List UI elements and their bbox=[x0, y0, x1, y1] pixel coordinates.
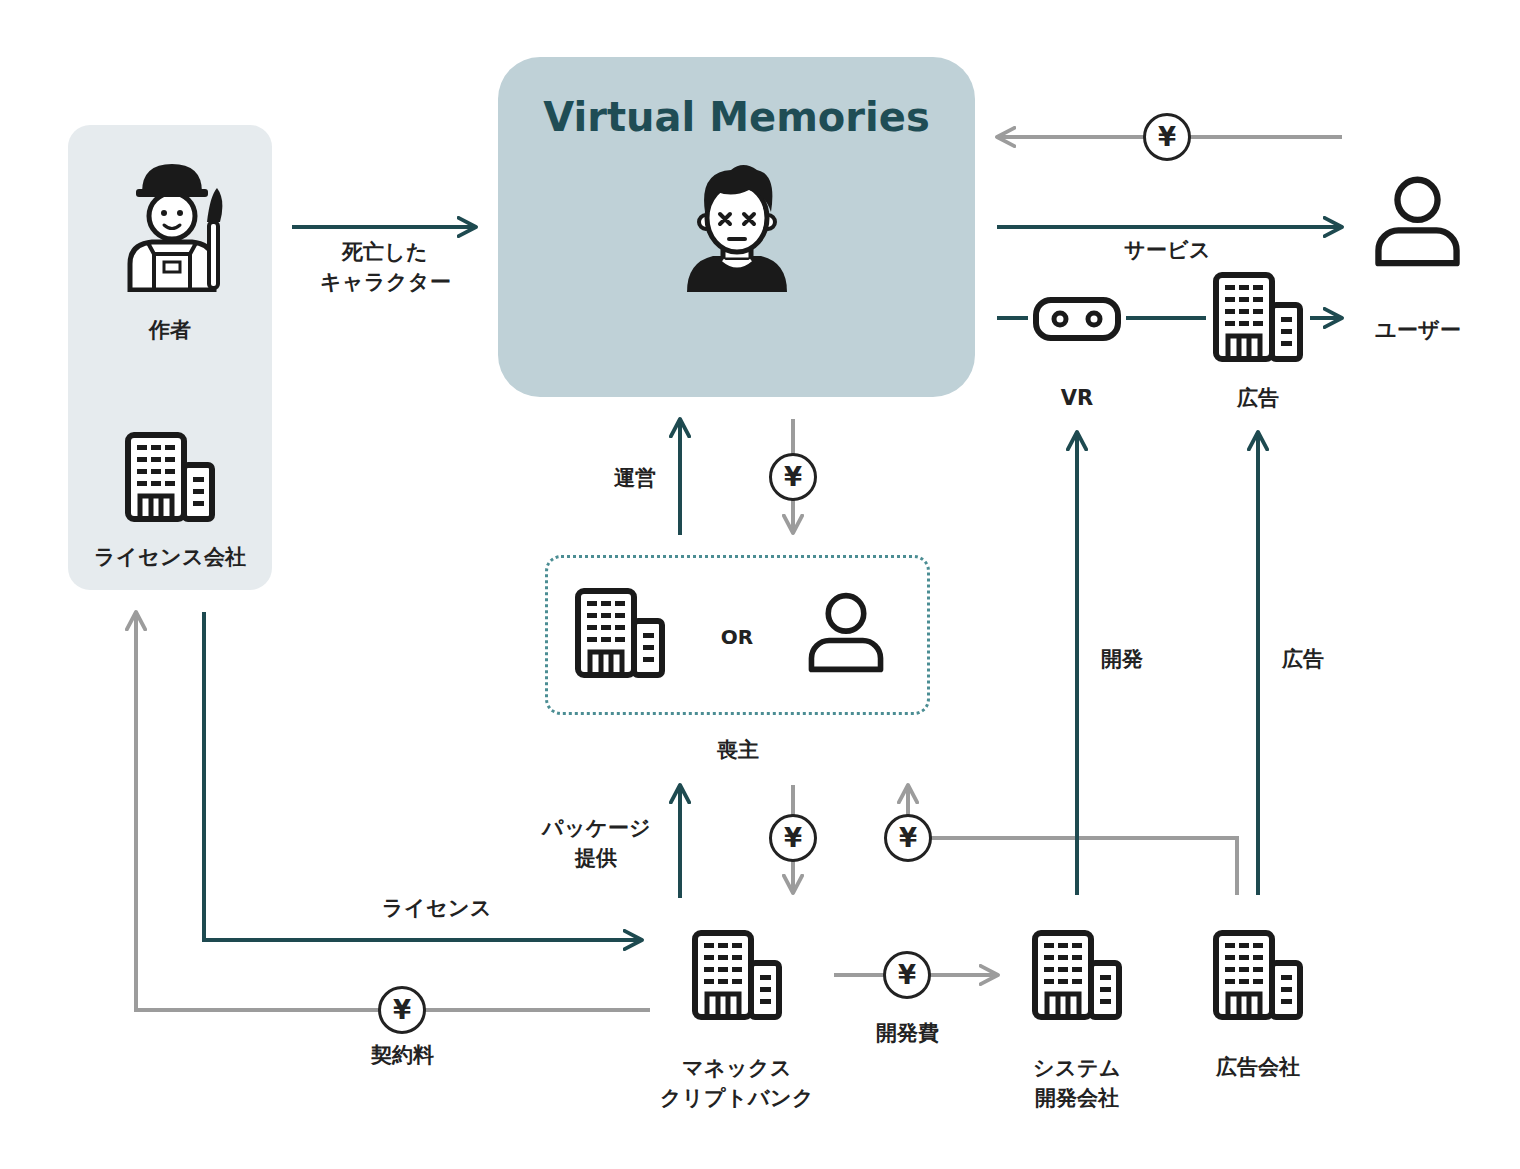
node-label: システム 開発会社 bbox=[1033, 1053, 1121, 1113]
flow-arrow bbox=[1256, 432, 1260, 895]
chief-mourner-box: OR喪主 bbox=[545, 555, 930, 715]
building-icon bbox=[1216, 933, 1300, 1017]
node-label: 広告 bbox=[1237, 384, 1279, 412]
building-icon bbox=[695, 933, 779, 1017]
yen-badge: ¥ bbox=[1143, 113, 1191, 161]
edge-label: サービス bbox=[1124, 236, 1211, 264]
edge-label: 運営 bbox=[614, 464, 656, 492]
yen-badge: ¥ bbox=[884, 814, 932, 862]
yen-badge: ¥ bbox=[378, 986, 426, 1034]
node-label: 喪主 bbox=[717, 736, 759, 764]
company-node: システム 開発会社 bbox=[1012, 925, 1142, 1115]
yen-badge: ¥ bbox=[769, 814, 817, 862]
dead-character-icon bbox=[683, 162, 791, 292]
vr-node: VR bbox=[1028, 290, 1126, 412]
node-label: 広告会社 bbox=[1216, 1053, 1300, 1081]
author-panel: 作者ライセンス会社 bbox=[68, 125, 272, 590]
flow-arrow bbox=[678, 419, 682, 535]
payment-arrow bbox=[908, 785, 1237, 895]
person-icon bbox=[1370, 172, 1465, 272]
flow-arrow bbox=[1310, 316, 1342, 320]
edge-label: パッケージ 提供 bbox=[542, 813, 651, 873]
node-label: VR bbox=[1061, 384, 1093, 412]
building-icon bbox=[575, 588, 665, 678]
node-label: 作者 bbox=[149, 316, 191, 344]
payment-arrow bbox=[136, 612, 650, 1010]
flow-arrow bbox=[1075, 432, 1079, 895]
author-icon bbox=[120, 160, 225, 292]
person-icon bbox=[811, 596, 880, 670]
edge-label: 開発 bbox=[1101, 645, 1143, 673]
node-label: OR bbox=[721, 623, 753, 651]
yen-badge: ¥ bbox=[883, 951, 931, 999]
flow-arrow bbox=[997, 316, 1028, 320]
company-node: マネックス クリプトバンク bbox=[654, 925, 820, 1115]
building-icon bbox=[1216, 275, 1300, 359]
flow-arrow bbox=[678, 785, 682, 898]
building-icon bbox=[125, 432, 215, 522]
person-icon bbox=[804, 588, 888, 678]
company-node: 広告会社 bbox=[1198, 925, 1318, 1100]
author-icon bbox=[130, 164, 222, 290]
service-box: Virtual Memories bbox=[498, 57, 975, 397]
vr-icon bbox=[1036, 300, 1118, 338]
node-label: ユーザー bbox=[1375, 316, 1461, 344]
building-icon bbox=[578, 591, 662, 675]
person-icon bbox=[1378, 180, 1456, 263]
dead-character-icon bbox=[687, 165, 787, 292]
building-icon bbox=[1213, 930, 1303, 1020]
building-icon bbox=[1035, 933, 1119, 1017]
user-node: ユーザー bbox=[1350, 160, 1485, 345]
fee-label: 契約料 bbox=[371, 1041, 434, 1069]
flow-arrow bbox=[1126, 316, 1206, 320]
vr-icon bbox=[1033, 297, 1121, 341]
title-text: Virtual Memories bbox=[543, 92, 929, 142]
flow-arrow bbox=[997, 225, 1342, 229]
ad-node: 広告 bbox=[1206, 266, 1310, 412]
flow-arrow bbox=[292, 225, 476, 229]
building-icon bbox=[1032, 930, 1122, 1020]
node-label: マネックス クリプトバンク bbox=[660, 1053, 814, 1113]
building-icon bbox=[1213, 272, 1303, 362]
node-label: ライセンス会社 bbox=[94, 543, 246, 571]
edge-label: 死亡した キャラクター bbox=[320, 237, 451, 297]
fee-label: 開発費 bbox=[876, 1019, 939, 1047]
building-icon bbox=[128, 435, 212, 519]
edge-label: ライセンス bbox=[382, 894, 492, 922]
edge-label: 広告 bbox=[1282, 645, 1324, 673]
building-icon bbox=[692, 930, 782, 1020]
yen-badge: ¥ bbox=[769, 453, 817, 501]
